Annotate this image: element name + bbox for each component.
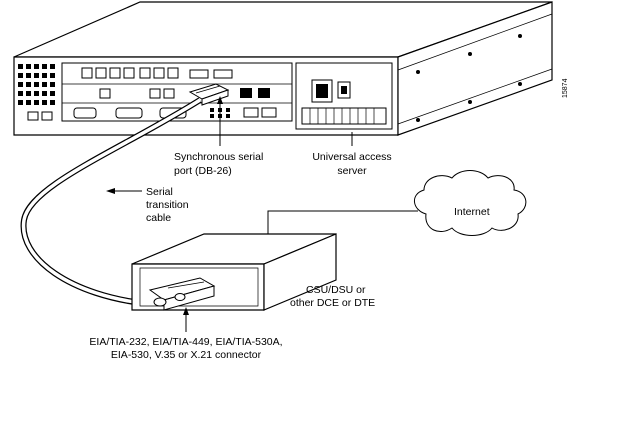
cable-label-line1: Serial: [146, 186, 173, 198]
leader-lines: [106, 96, 353, 332]
server-label-line2: server: [337, 165, 367, 177]
module-slots: [27, 62, 293, 122]
sync-port-label-line2: port (DB-26): [174, 165, 232, 177]
power-supply: [295, 62, 393, 130]
csu-label-line1: CSU/DSU or: [306, 284, 366, 296]
internet-cloud: [414, 170, 527, 236]
csu-connector: [148, 277, 216, 311]
cable-label-line2: transition: [146, 199, 189, 211]
cable-label-line3: cable: [146, 212, 171, 224]
sync-port-label-line1: Synchronous serial: [174, 151, 263, 163]
serial-transition-cable: [20, 97, 202, 307]
connector-label-line2: EIA-530, V.35 or X.21 connector: [111, 349, 262, 361]
server-label-line1: Universal access: [312, 151, 391, 163]
internet-label: Internet: [454, 206, 490, 218]
wan-link: [267, 210, 418, 234]
figure-id: 15874: [562, 78, 569, 98]
front-vent-grid: [18, 64, 55, 105]
db26-port-connector: [188, 83, 230, 106]
universal-access-server: [13, 1, 553, 136]
csu-label-line2: other DCE or DTE: [290, 297, 375, 309]
connector-label-line1: EIA/TIA-232, EIA/TIA-449, EIA/TIA-530A,: [89, 336, 282, 348]
